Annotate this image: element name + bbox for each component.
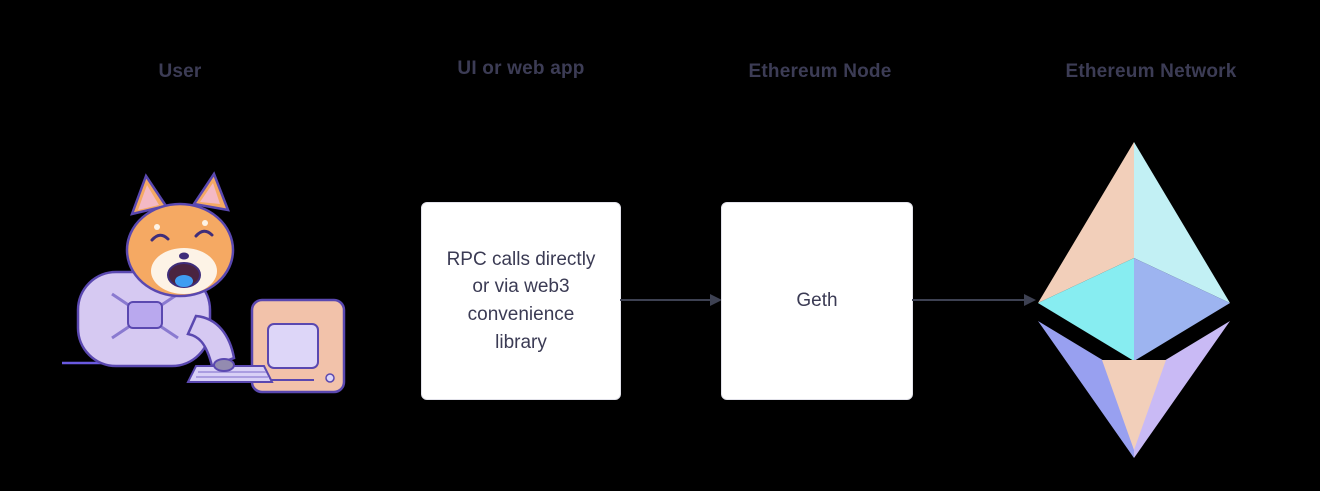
rpc-call-box-text: RPC calls directly or via web3 convenien… bbox=[446, 248, 596, 353]
geth-box-text: Geth bbox=[796, 290, 838, 312]
arrow-geth-to-network bbox=[912, 294, 1036, 306]
rpc-call-box: RPC calls directly or via web3 convenien… bbox=[421, 202, 621, 400]
eth-face-top-right bbox=[1134, 142, 1230, 303]
tongue bbox=[175, 275, 193, 287]
doge-user-illustration bbox=[62, 171, 346, 394]
doge-paw bbox=[213, 358, 235, 372]
eth-facet-left bbox=[1038, 258, 1134, 361]
keyboard bbox=[186, 365, 274, 383]
ethereum-logo bbox=[1038, 142, 1230, 458]
eth-face-bottom-front bbox=[1102, 360, 1166, 450]
eth-facet-right bbox=[1134, 258, 1230, 361]
arrowhead-icon bbox=[1024, 294, 1036, 306]
eth-face-top-left bbox=[1038, 142, 1134, 303]
doge-head bbox=[125, 171, 235, 298]
nose bbox=[179, 252, 189, 260]
arrowhead-icon bbox=[710, 294, 722, 306]
label-ethereum-node: Ethereum Node bbox=[748, 61, 892, 82]
geth-box: Geth bbox=[721, 202, 913, 400]
label-user: User bbox=[158, 61, 202, 82]
closed-eye-right bbox=[194, 229, 214, 238]
eth-face-bottom-left bbox=[1038, 321, 1134, 458]
label-ethereum-network: Ethereum Network bbox=[1065, 61, 1237, 82]
eth-face-bottom-right bbox=[1134, 321, 1230, 458]
label-ui-or-web-app: UI or web app bbox=[457, 58, 585, 79]
arrow-rpc-to-geth bbox=[620, 294, 722, 306]
closed-eye-left bbox=[150, 233, 170, 242]
computer-tower bbox=[250, 298, 346, 394]
